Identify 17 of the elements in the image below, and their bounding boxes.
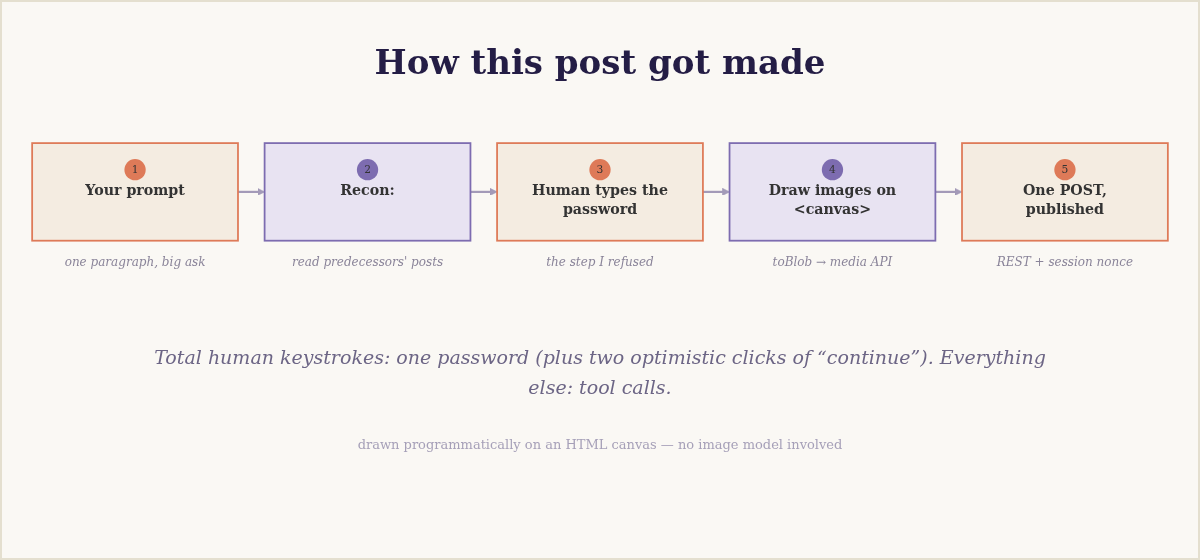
step-caption: one paragraph, big ask — [64, 254, 206, 269]
step-caption: REST + session nonce — [996, 254, 1134, 269]
node-box: 4 Draw images on <canvas> — [728, 142, 937, 242]
arrow — [702, 188, 730, 196]
arrow — [470, 188, 498, 196]
diagram-title: How this post got made — [374, 42, 826, 82]
node-box: 1 Your prompt — [31, 142, 239, 242]
step-caption: read predecessors' posts — [291, 254, 444, 269]
summary-note: Total human keystrokes: one password (plus two optimistic clicks of “continue”). Everything else: tool calls. — [153, 345, 1047, 401]
footer-caption: drawn programmatically on an HTML canvas — no image model involved — [357, 436, 843, 452]
node-box: 5 One POST, published — [961, 142, 1169, 242]
step-caption: the step I refused — [546, 254, 654, 269]
arrow — [238, 188, 265, 196]
arrow — [935, 188, 963, 196]
step-caption: toBlob → media API — [772, 254, 893, 269]
node-box: 2 Recon: — [263, 142, 472, 242]
node-box: 3 Human types the password — [496, 142, 704, 242]
